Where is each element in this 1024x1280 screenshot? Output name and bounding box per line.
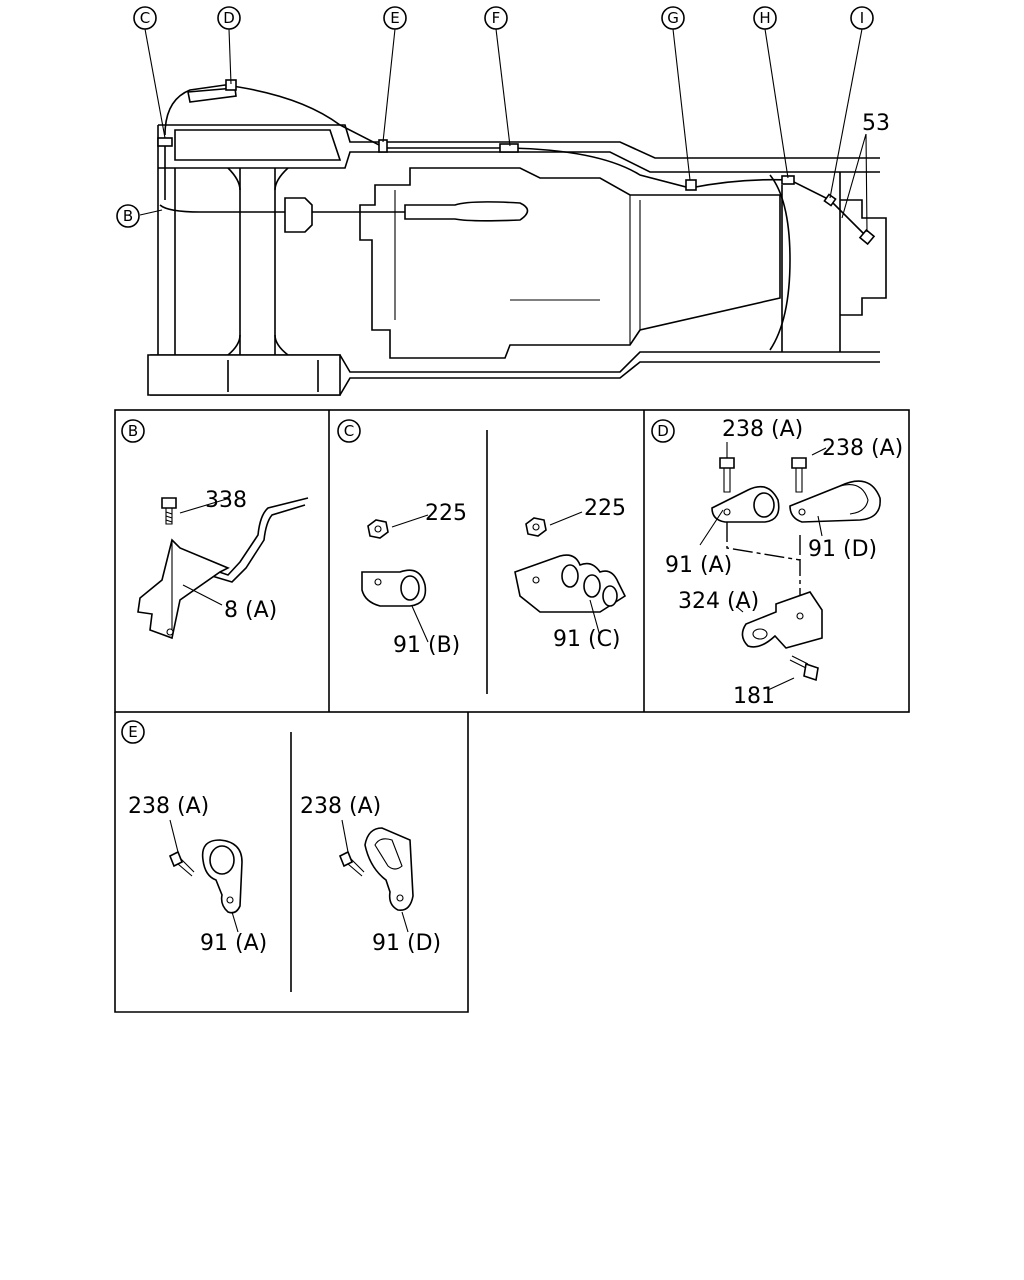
part-label: E (390, 9, 399, 27)
part-label: 91 (B) (393, 633, 460, 658)
detail-panel-d: D 238 (A) 238 (A) 91 (A) 91 (D) 324 (A) … (651, 417, 903, 709)
callout-e: E (383, 6, 407, 30)
part-label: G (667, 9, 679, 27)
callout-f: F (484, 6, 508, 30)
part-label: 238 (A) (128, 794, 209, 819)
detail-panel-e-border (114, 712, 469, 1013)
part-label: H (759, 9, 770, 27)
part-label: 91 (A) (665, 553, 732, 578)
part-label: 91 (C) (553, 627, 621, 652)
part-label: 225 (425, 501, 467, 526)
part-label: B (128, 422, 138, 440)
part-label: C (140, 9, 150, 27)
part-label: D (223, 9, 235, 27)
part-label: 8 (A) (224, 598, 277, 623)
part-label: I (860, 9, 864, 27)
callout-h: H (753, 6, 777, 30)
part-label: 238 (A) (300, 794, 381, 819)
part-label: 91 (A) (200, 931, 267, 956)
part-label: E (128, 723, 137, 741)
detail-panel-row1-border (114, 409, 910, 713)
callout-i: I (850, 6, 874, 30)
part-label: F (492, 9, 501, 27)
callout-d: D (217, 6, 241, 30)
part-label: 91 (D) (372, 931, 441, 956)
part-label: 338 (205, 488, 247, 513)
part-label: 324 (A) (678, 589, 759, 614)
detail-panel-c: C 225 91 (B) 225 91 (C) (337, 419, 627, 694)
part-label: 91 (D) (808, 537, 877, 562)
part-label: C (344, 422, 354, 440)
detail-panel-b: B 338 8 (A) (121, 419, 309, 640)
part-label: 181 (733, 684, 775, 709)
part-label: D (657, 422, 669, 440)
part-label: 238 (A) (822, 436, 903, 461)
chassis-overview: C D E F G H I B 53 (116, 6, 890, 396)
part-label: 238 (A) (722, 417, 803, 442)
callout-g: G (661, 6, 685, 30)
detail-panel-e: E 238 (A) 91 (A) 238 (A) 91 (D) (121, 720, 441, 992)
callout-b: B (116, 204, 140, 228)
part-label-53: 53 (862, 111, 890, 136)
part-label: 225 (584, 496, 626, 521)
part-label: B (123, 207, 133, 225)
callout-c: C (133, 6, 157, 30)
